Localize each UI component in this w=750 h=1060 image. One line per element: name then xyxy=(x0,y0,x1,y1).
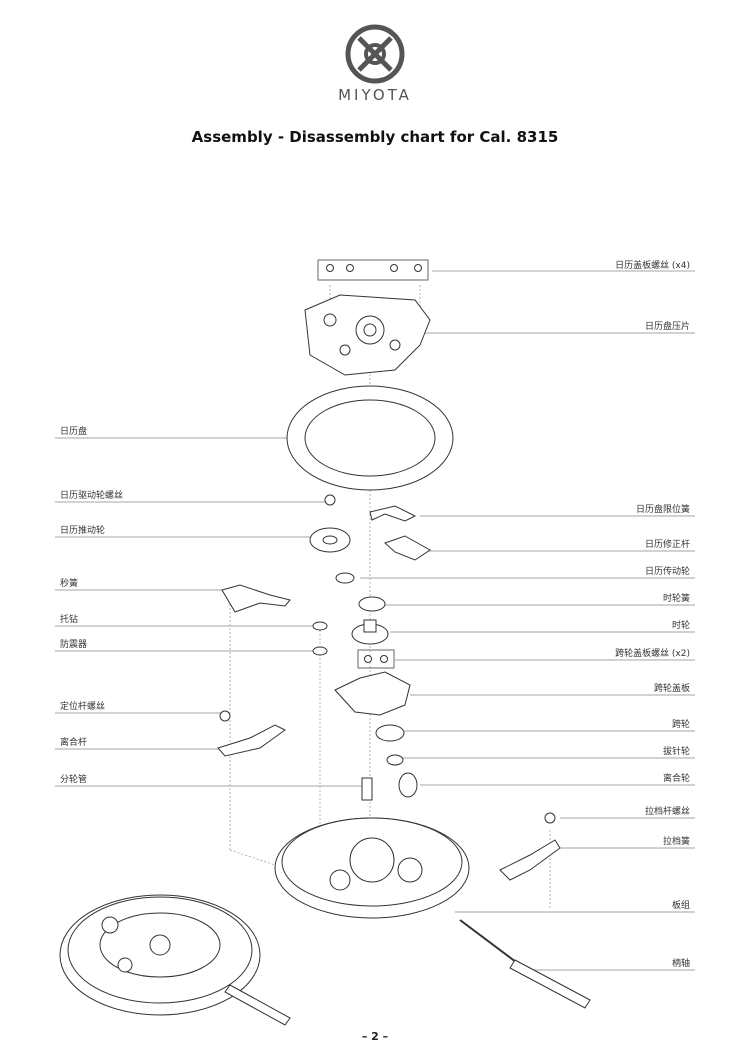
label-second-spring: 秒簧 xyxy=(60,579,79,589)
label-setting-lever-screw: 拉档杆螺丝 xyxy=(644,807,690,817)
label-date-jumper: 日历盘限位簧 xyxy=(635,505,690,515)
label-date-driver-screw: 日历驱动轮螺丝 xyxy=(60,491,124,501)
label-yoke: 离合杆 xyxy=(60,738,88,748)
label-hour-wheel: 时轮 xyxy=(671,621,690,631)
label-setting-lever-spring: 拉档簧 xyxy=(662,837,690,847)
page-title: Assembly - Disassembly chart for Cal. 83… xyxy=(191,128,559,146)
page-number: – 2 – xyxy=(361,1030,389,1043)
label-setting-wheel: 拔针轮 xyxy=(662,747,690,757)
label-jewel: 托钻 xyxy=(60,615,79,625)
label-winding-stem: 柄轴 xyxy=(671,959,690,969)
label-date-driving-wheel-left: 日历推动轮 xyxy=(60,526,106,536)
label-minute-wheel: 跨轮 xyxy=(671,720,690,730)
label-shock-absorber: 防震器 xyxy=(60,640,88,650)
label-date-driving-wheel: 日历传动轮 xyxy=(644,567,690,577)
label-bridge-screws: 跨轮盖板螺丝 (x2) xyxy=(615,649,690,659)
label-hour-wheel-spring: 时轮簧 xyxy=(662,594,690,604)
label-date-disc-plate: 日历盘压片 xyxy=(644,322,690,332)
label-clutch-wheel: 离合轮 xyxy=(662,774,690,784)
label-date-disc: 日历盘 xyxy=(60,427,88,437)
label-setting-lever-screw-left: 定位杆螺丝 xyxy=(60,702,106,712)
label-calendar-plate-screws: 日历盖板螺丝 (x4) xyxy=(615,261,690,271)
label-cannon-pinion: 分轮管 xyxy=(60,775,88,785)
label-date-corrector: 日历修正杆 xyxy=(644,540,690,550)
miyota-logo xyxy=(335,24,415,88)
label-main-plate: 板组 xyxy=(671,901,690,911)
brand-name: MIYOTA xyxy=(338,86,412,104)
label-minute-wheel-bridge: 跨轮盖板 xyxy=(653,684,690,694)
